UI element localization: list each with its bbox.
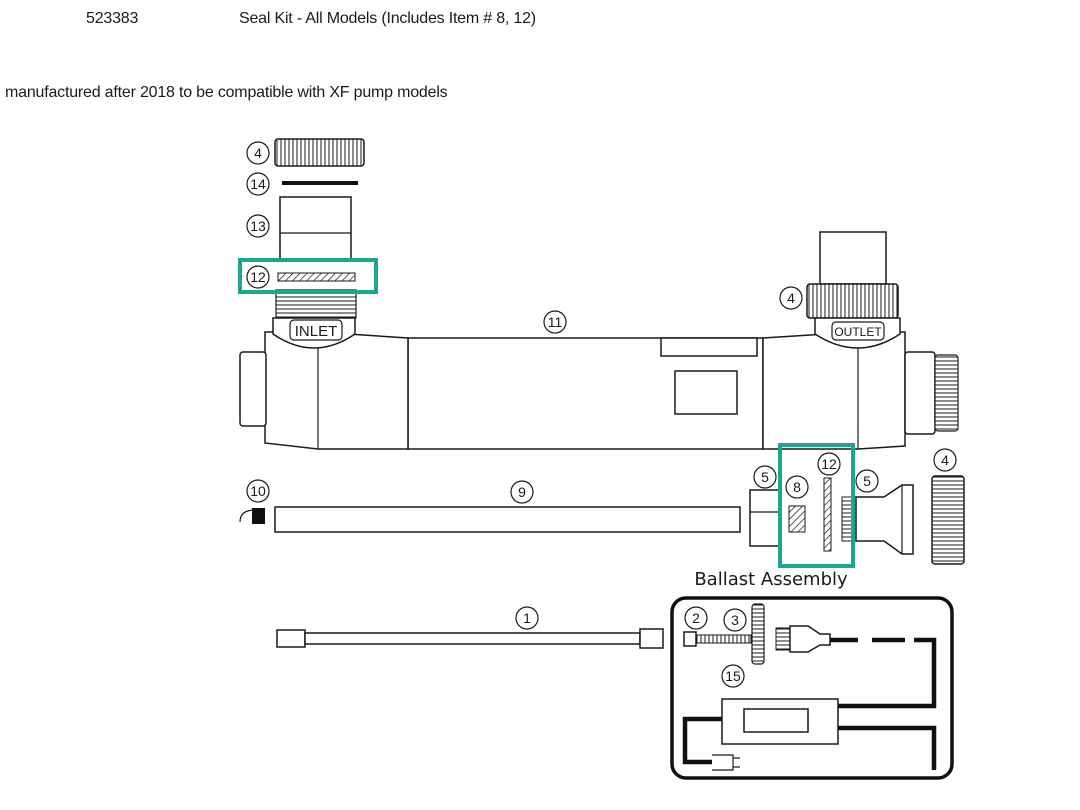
- outlet-cap: [806, 283, 899, 319]
- callout-4-right: 4: [933, 448, 957, 472]
- callout-4-outlet: 4: [779, 286, 803, 310]
- uv-lamp: [276, 628, 664, 649]
- sleeve-seal: [823, 477, 832, 552]
- inlet-seal: [277, 272, 356, 282]
- svg-text:15: 15: [725, 668, 741, 684]
- svg-text:11: 11: [548, 314, 563, 330]
- callout-15: 15: [721, 664, 745, 688]
- sleeve-cap-right: [931, 475, 965, 565]
- svg-text:9: 9: [518, 484, 526, 500]
- outlet-pipe: [819, 231, 887, 285]
- inlet-label: INLET: [295, 323, 338, 340]
- svg-text:13: 13: [250, 218, 266, 234]
- callout-9: 9: [510, 480, 534, 504]
- inlet-oring: [282, 181, 358, 185]
- callout-8: 8: [785, 475, 809, 499]
- sleeve-nut-left: [749, 489, 781, 547]
- uv-chamber: [239, 317, 959, 450]
- svg-text:3: 3: [731, 612, 739, 628]
- svg-text:12: 12: [821, 456, 837, 472]
- outlet-label: OUTLET: [834, 325, 882, 339]
- sleeve-part-8: [788, 505, 806, 533]
- callout-12-sleeve: 12: [817, 452, 841, 476]
- callout-11: 11: [543, 310, 567, 334]
- svg-text:10: 10: [250, 483, 266, 499]
- svg-text:14: 14: [250, 176, 266, 192]
- inlet-cap-top: [274, 138, 365, 167]
- clip: [239, 508, 265, 524]
- svg-text:5: 5: [761, 469, 769, 485]
- svg-text:8: 8: [793, 479, 801, 495]
- svg-text:4: 4: [941, 452, 949, 468]
- callout-5-left: 5: [753, 465, 777, 489]
- svg-text:12: 12: [250, 269, 266, 285]
- compatibility-note: manufactured after 2018 to be compatible…: [5, 84, 448, 101]
- svg-text:4: 4: [254, 145, 262, 161]
- callout-5-right: 5: [855, 469, 879, 493]
- callout-13: 13: [246, 214, 270, 238]
- highlight-sleeve-seals: [778, 443, 855, 568]
- callout-12-inlet: 12: [246, 265, 270, 289]
- ballast-assembly-title: Ballast Assembly: [694, 569, 848, 590]
- callout-14: 14: [246, 172, 270, 196]
- inlet-threads: [275, 289, 357, 319]
- quartz-sleeve: [274, 506, 741, 533]
- callout-1: 1: [515, 606, 539, 630]
- svg-text:5: 5: [863, 473, 871, 489]
- highlight-inlet-seal: [238, 258, 378, 294]
- callout-10: 10: [246, 479, 270, 503]
- callout-4-cap-top: 4: [246, 141, 270, 165]
- svg-text:1: 1: [523, 610, 531, 626]
- callout-2: 2: [684, 606, 708, 630]
- inlet-sleeve: [279, 196, 352, 260]
- svg-text:2: 2: [692, 610, 700, 626]
- ballast-assembly-box: [670, 596, 954, 780]
- part-number: 523383: [86, 10, 139, 27]
- part-description: Seal Kit - All Models (Includes Item # 8…: [239, 10, 536, 27]
- callout-3: 3: [723, 608, 747, 632]
- svg-text:4: 4: [787, 290, 795, 306]
